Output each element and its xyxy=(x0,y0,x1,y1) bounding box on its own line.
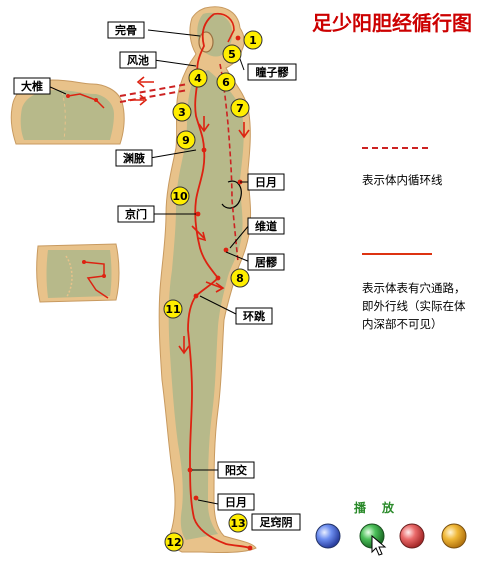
legend-external-line-2: 即外行线（实际在体 xyxy=(362,299,466,313)
hip-inset xyxy=(36,243,120,303)
label-jingmen: 京门 xyxy=(125,207,147,221)
label-juliao: 居髎 xyxy=(255,256,278,269)
label-wangu: 完骨 xyxy=(115,23,137,37)
orange-button[interactable] xyxy=(441,523,467,549)
step-markers: 1 5 4 6 3 7 9 10 8 11 12 13 xyxy=(163,30,263,552)
marker-5: 5 xyxy=(228,48,236,61)
marker-6: 6 xyxy=(222,76,230,89)
marker-12: 12 xyxy=(166,536,181,549)
legend: 表示体内循环线 表示体表有穴通路， 即外行线（实际在体 内深部不可见） xyxy=(362,147,466,331)
diagram-title: 足少阳胆经循行图 xyxy=(312,11,472,35)
red-button[interactable] xyxy=(399,523,425,549)
label-riyue: 日月 xyxy=(255,176,277,189)
callout-lines xyxy=(47,29,251,505)
marker-1: 1 xyxy=(249,34,257,47)
label-tongziliao: 瞳子髎 xyxy=(256,65,290,79)
label-dazhui: 大椎 xyxy=(21,79,43,93)
label-riyue-lower: 日月 xyxy=(225,496,247,509)
marker-10: 10 xyxy=(172,190,188,203)
marker-13: 13 xyxy=(230,517,245,530)
marker-3: 3 xyxy=(178,106,186,119)
marker-9: 9 xyxy=(182,134,190,147)
legend-external-line-1: 表示体表有穴通路， xyxy=(362,281,466,295)
legend-internal-text: 表示体内循环线 xyxy=(362,173,443,187)
marker-7: 7 xyxy=(236,102,244,115)
flow-arrows xyxy=(128,76,250,355)
label-yangjiao: 阳交 xyxy=(225,463,247,477)
marker-4: 4 xyxy=(194,72,202,85)
label-huantiao: 环跳 xyxy=(243,309,265,323)
label-weidao: 维道 xyxy=(255,219,277,233)
label-fengchi: 风池 xyxy=(127,53,149,67)
marker-11: 11 xyxy=(165,303,180,316)
playback-controls: 播 放 xyxy=(315,500,467,556)
pause-label: 放 xyxy=(381,500,395,515)
acupoint-labels: 完骨 风池 大椎 瞳子髎 渊腋 日月 京门 维道 居髎 环跳 阳交 日月 足窍阴 xyxy=(13,21,301,531)
label-yuanye: 渊腋 xyxy=(123,151,145,165)
blue-button[interactable] xyxy=(315,523,341,549)
play-label: 播 xyxy=(354,500,367,515)
mouse-cursor-icon xyxy=(371,534,387,556)
marker-8: 8 xyxy=(236,272,244,285)
legend-external-line-3: 内深部不可见） xyxy=(362,317,443,331)
label-zuqiaoyin: 足窍阴 xyxy=(260,515,293,529)
